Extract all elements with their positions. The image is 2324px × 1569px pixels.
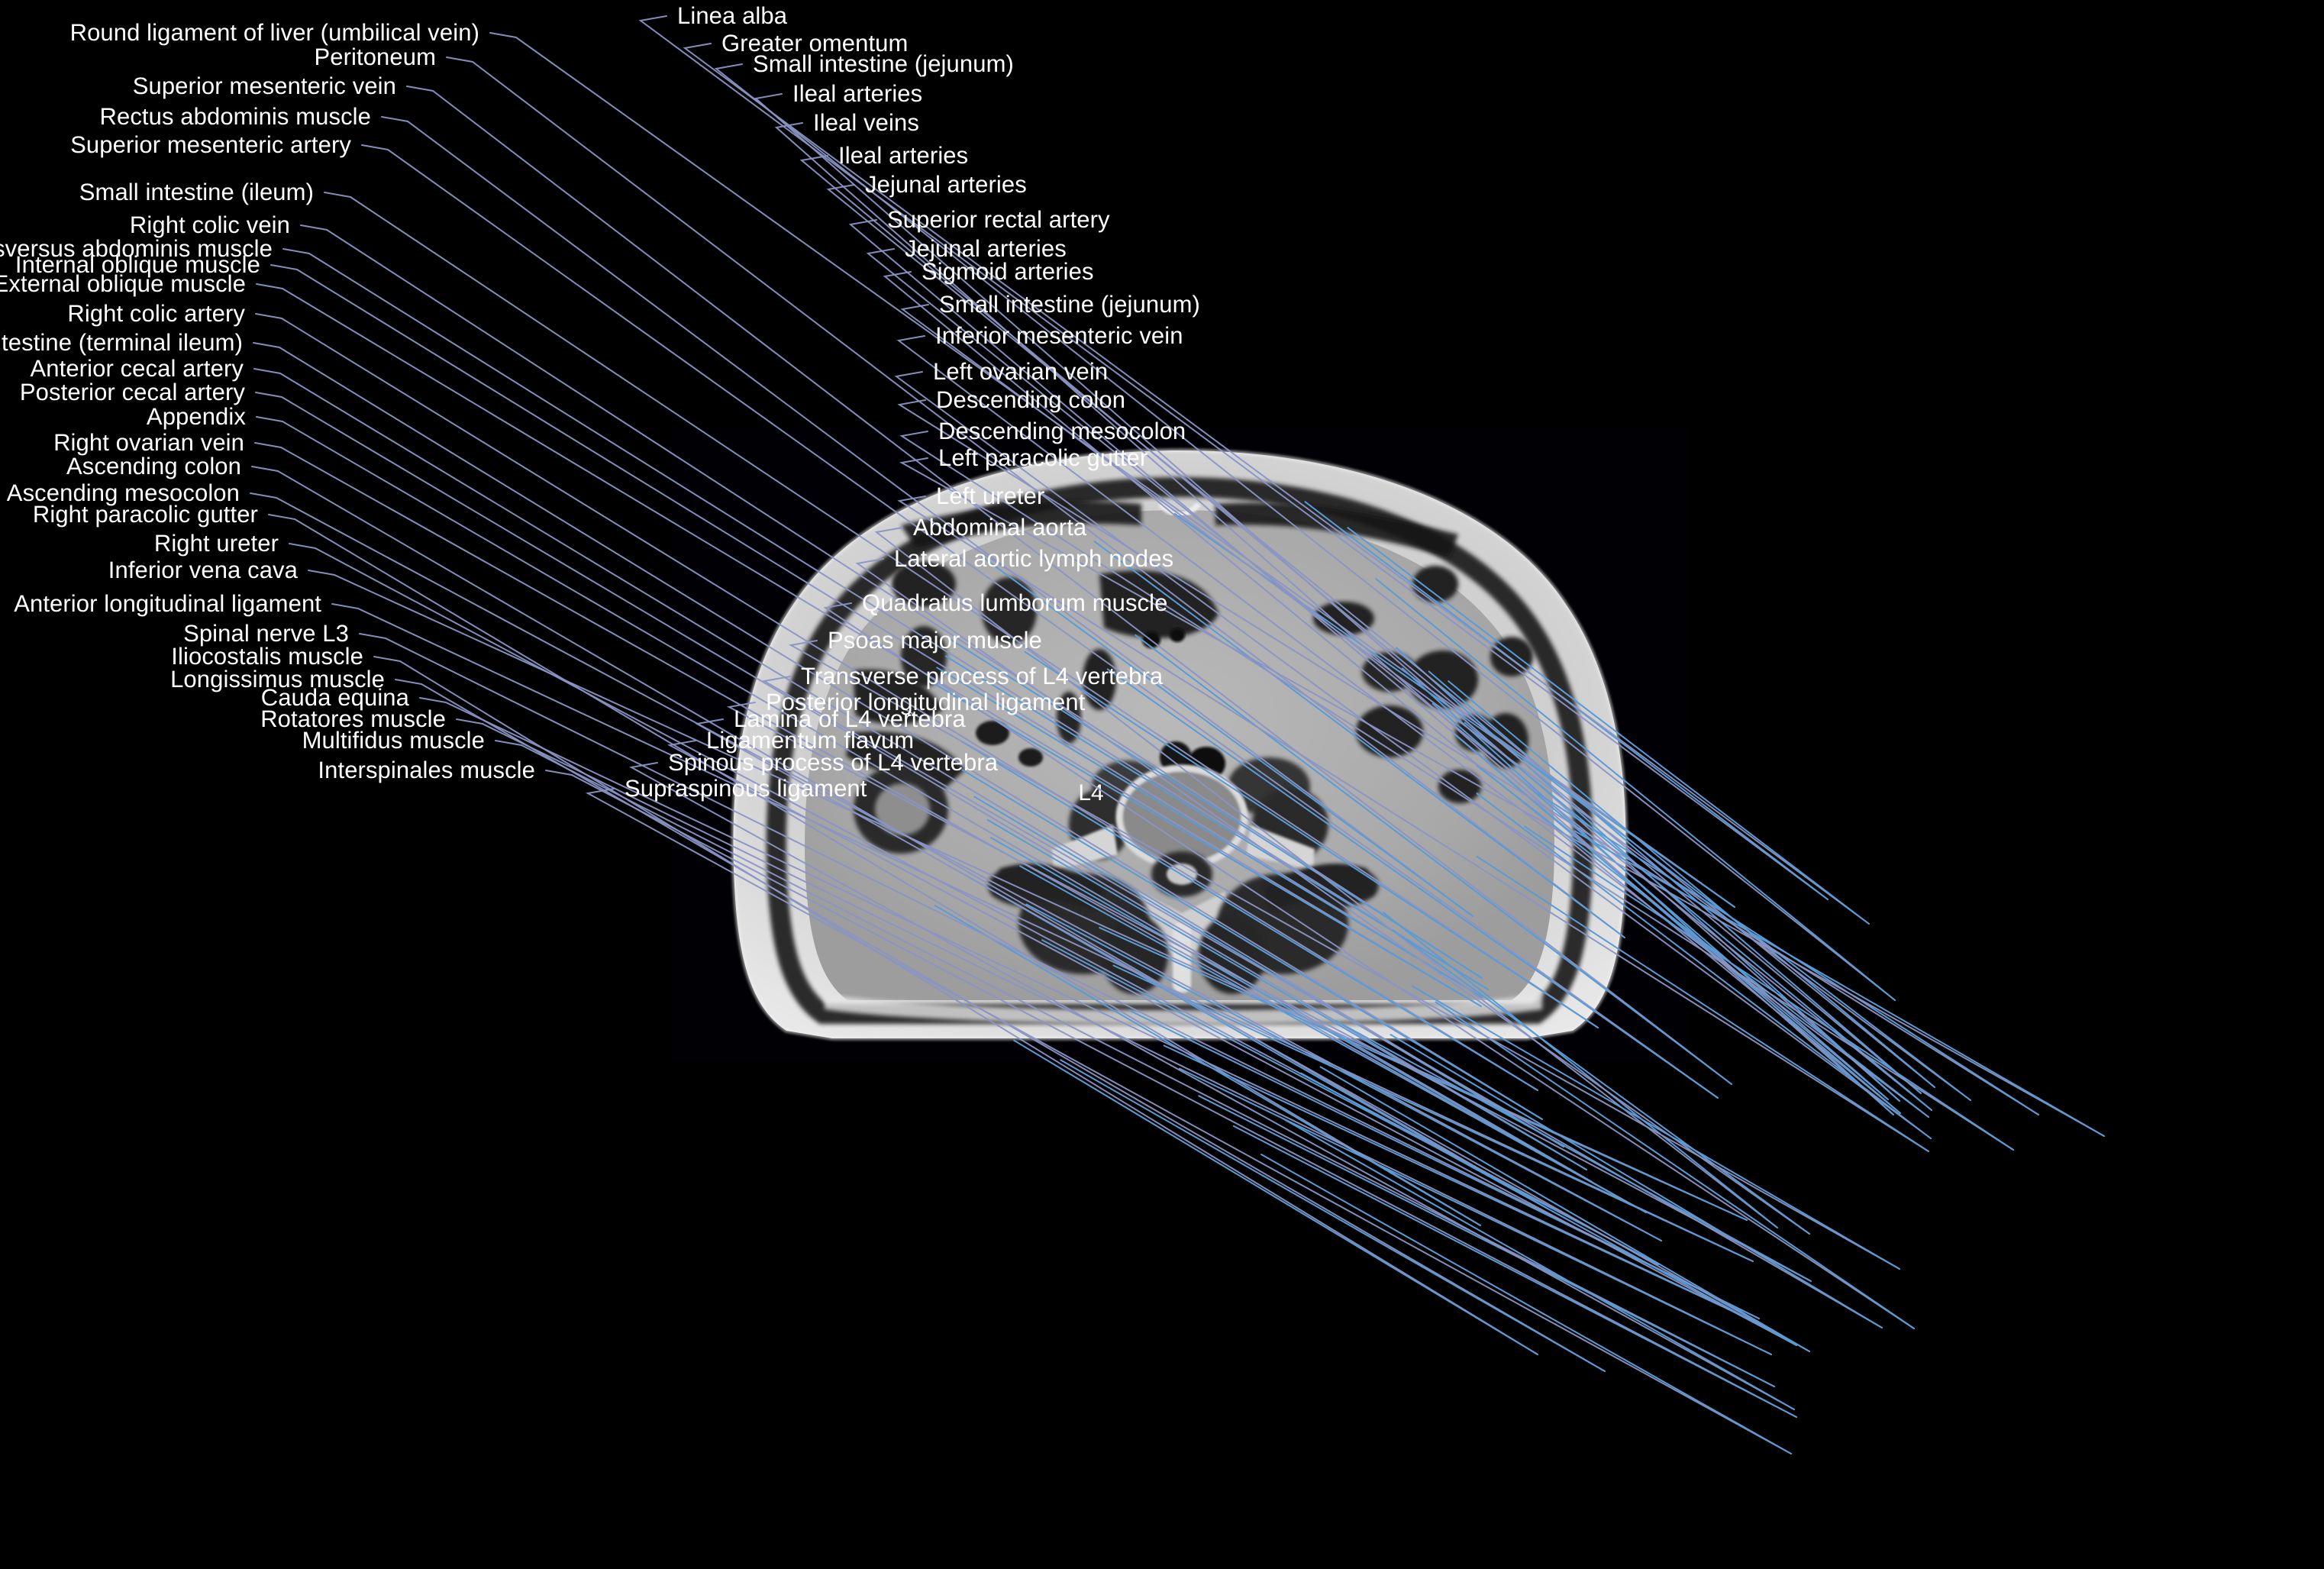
anatomy-label: Ileal veins — [813, 109, 919, 136]
anatomy-label: Left paracolic gutter — [938, 444, 1148, 471]
leader-line-inner — [1260, 1154, 1792, 1454]
anatomy-label: Ascending mesocolon — [6, 479, 240, 506]
leader-line-inner — [1013, 1039, 1538, 1355]
leader-line-inner — [1390, 1034, 1883, 1328]
anatomy-label: Right ureter — [153, 530, 279, 557]
anatomy-label: Small intestine (jejunum) — [753, 50, 1014, 77]
anatomy-label: Ascending colon — [66, 453, 241, 479]
anatomy-label: Iliocostalis muscle — [171, 643, 363, 670]
anatomy-label: Internal oblique muscle — [15, 251, 260, 278]
anatomy-label: Transversus abdominis muscle — [0, 235, 273, 262]
anatomy-label: Longissimus muscle — [170, 666, 385, 692]
anatomy-label: Sigmoid arteries — [922, 258, 1094, 285]
leader-line-inner — [1179, 1067, 1772, 1355]
anatomy-label: Descending colon — [936, 386, 1126, 413]
anatomy-label: Ileal arteries — [792, 80, 923, 107]
anatomy-label: Superior mesenteric artery — [70, 131, 351, 158]
anatomy-label: Linea alba — [677, 2, 788, 29]
anatomy-label: Right ovarian vein — [53, 429, 244, 456]
anatomy-label: Right paracolic gutter — [32, 501, 258, 528]
anatomy-label: Quadratus lumborum muscle — [862, 589, 1168, 616]
anatomy-label: Spinous process of L4 vertebra — [668, 749, 999, 776]
leader-line-inner — [1300, 1072, 1797, 1346]
anatomy-label: Ligamentum flavum — [706, 727, 915, 754]
anatomy-label: Small intestine (jejunum) — [939, 291, 1200, 318]
leader-line-inner — [1232, 1125, 1797, 1418]
anatomy-label: Cauda equina — [260, 684, 409, 711]
leader-line-inner — [1198, 1095, 1775, 1387]
anatomy-label: Inferior mesenteric vein — [935, 322, 1183, 349]
anatomy-label: Inferior vena cava — [108, 557, 298, 583]
anatomy-label: Psoas major muscle — [828, 627, 1042, 654]
anatomy-label: Spinal nerve L3 — [183, 620, 349, 647]
anatomy-label: Lateral aortic lymph nodes — [894, 545, 1174, 572]
anatomy-label: Right colic artery — [67, 300, 245, 327]
anatomy-label: Small intestine (ileum) — [79, 179, 314, 205]
anatomy-label: Descending mesocolon — [938, 418, 1186, 444]
l4-vertebra-marker: L4 — [1078, 780, 1104, 805]
anatomy-label: Appendix — [146, 403, 246, 430]
anatomy-label: Interspinales muscle — [318, 757, 535, 783]
leader-line-inner — [1163, 1044, 1774, 1331]
leader-line-inner — [1281, 1117, 1795, 1410]
anatomy-label: Peritoneum — [314, 44, 436, 70]
anatomy-label: Rotatores muscle — [260, 705, 446, 732]
leader-line-inner — [1060, 1059, 1606, 1372]
anatomy-label: Rectus abdominis muscle — [99, 103, 371, 130]
anatomy-label: Supraspinous ligament — [625, 775, 867, 802]
anatomy-label: Lamina of L4 vertebra — [734, 705, 966, 732]
anatomy-label: Left ureter — [936, 483, 1045, 509]
anatomy-label: External oblique muscle — [0, 270, 246, 297]
leader-line-inner — [1319, 1066, 1810, 1352]
anatomy-label: Superior rectal artery — [887, 206, 1110, 233]
anatomy-label: Jejunal arteries — [905, 235, 1067, 262]
anatomy-label: Small intestine (terminal ileum) — [0, 329, 243, 356]
anatomy-label: Anterior cecal artery — [30, 355, 244, 382]
anatomy-label: Ileal arteries — [838, 142, 969, 169]
anatomy-label: Posterior cecal artery — [19, 379, 245, 405]
anatomy-label: Greater omentum — [721, 30, 909, 56]
anatomy-label: Multifidus muscle — [302, 727, 485, 754]
anatomy-label: Anterior longitudinal ligament — [14, 590, 321, 617]
anatomy-label: Superior mesenteric vein — [132, 73, 396, 99]
anatomy-label: Left ovarian vein — [933, 358, 1109, 385]
anatomy-label: Posterior longitudinal ligament — [766, 689, 1086, 715]
anatomy-label: Abdominal aorta — [913, 514, 1087, 541]
anatomy-label: Round ligament of liver (umbilical vein) — [69, 19, 479, 46]
anatomy-label: Right colic vein — [129, 211, 290, 238]
anatomy-label: Transverse process of L4 vertebra — [801, 663, 1164, 689]
anatomy-label: Jejunal arteries — [865, 171, 1027, 198]
